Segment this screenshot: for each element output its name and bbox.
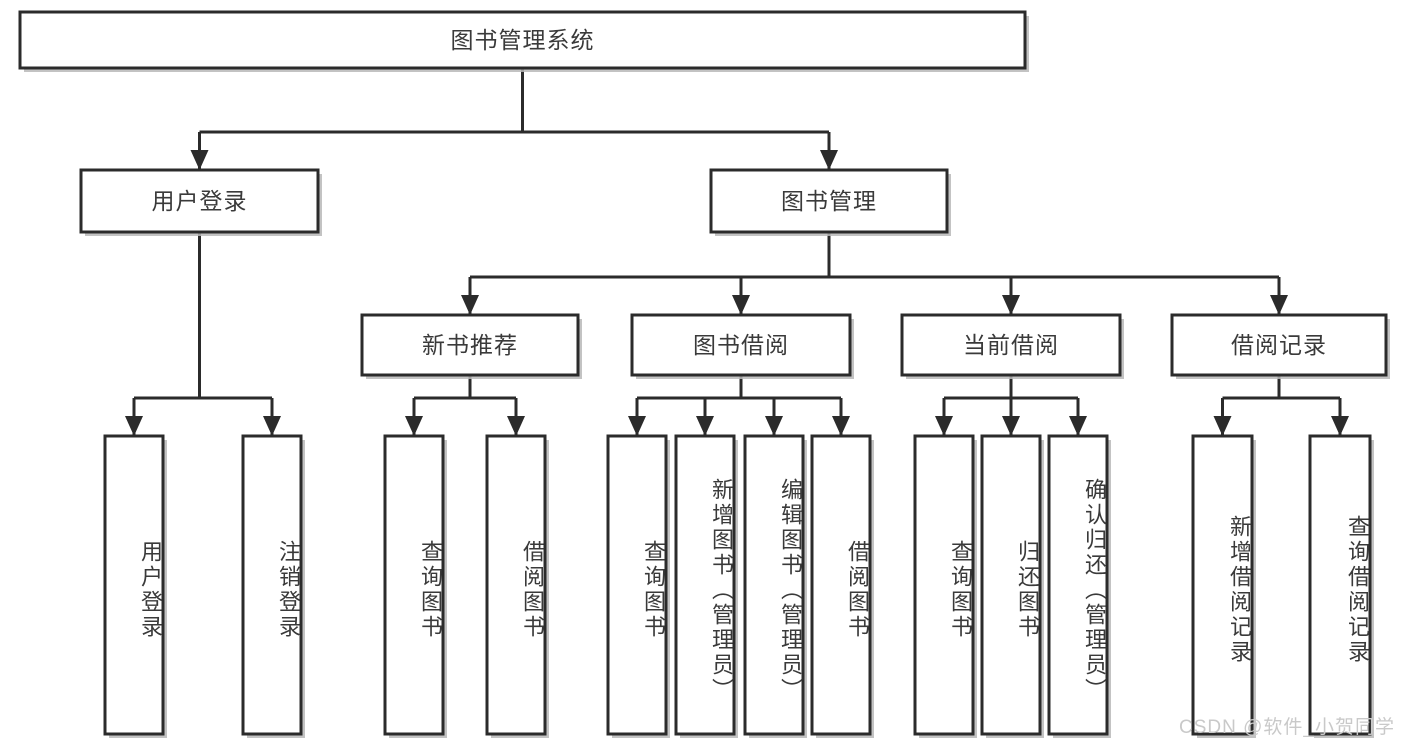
node-box-leaf-rec-query-record[interactable]	[1308, 434, 1372, 736]
node-box-current-borrow[interactable]	[900, 313, 1122, 377]
node-boxes-layer	[18, 10, 1388, 736]
csdn-watermark: CSDN @软件_小贺同学	[1179, 717, 1395, 738]
node-box-book-borrow[interactable]	[630, 313, 852, 377]
node-box-borrow-record[interactable]	[1170, 313, 1388, 377]
node-box-leaf-user-logout[interactable]	[241, 434, 303, 736]
node-box-leaf-cur-return-book[interactable]	[980, 434, 1042, 736]
node-box-leaf-rec-query-book[interactable]	[383, 434, 445, 736]
node-box-leaf-borrow-edit-book[interactable]	[743, 434, 805, 736]
node-box-user-login[interactable]	[79, 168, 320, 234]
node-box-leaf-borrow-add-book[interactable]	[674, 434, 736, 736]
node-box-leaf-rec-add-record[interactable]	[1191, 434, 1254, 736]
node-box-leaf-rec-borrow-book[interactable]	[485, 434, 547, 736]
node-box-leaf-borrow-borrow-book[interactable]	[810, 434, 872, 736]
node-box-book-manage[interactable]	[709, 168, 949, 234]
node-box-leaf-cur-query-book[interactable]	[913, 434, 975, 736]
arrowheads-layer	[125, 150, 1349, 436]
node-box-leaf-borrow-query-book[interactable]	[606, 434, 668, 736]
node-box-new-book-rec[interactable]	[360, 313, 580, 377]
node-box-leaf-cur-confirm-return[interactable]	[1047, 434, 1109, 736]
node-box-leaf-user-login[interactable]	[103, 434, 165, 736]
edges-layer	[132, 68, 1342, 436]
node-box-root[interactable]	[18, 10, 1027, 70]
